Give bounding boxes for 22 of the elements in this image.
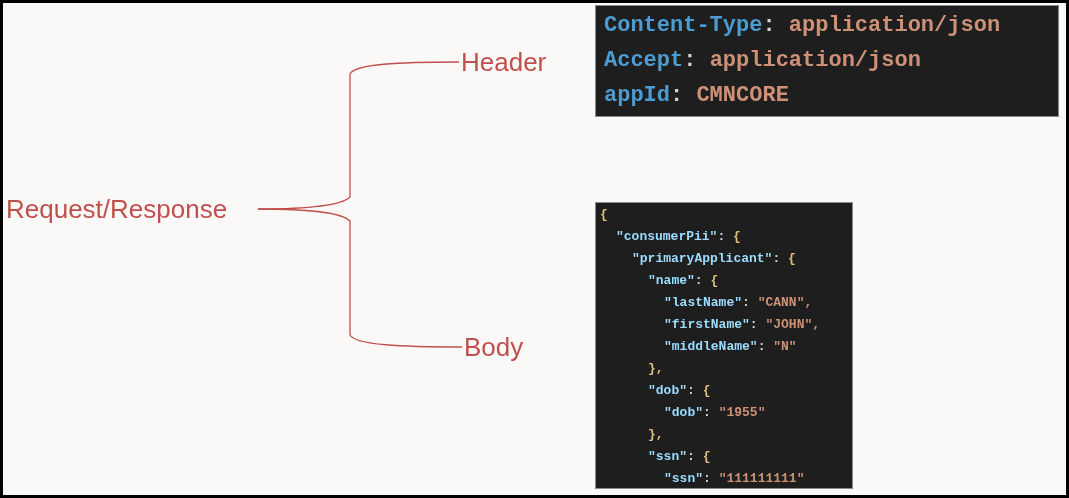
code-line: "dob": "1955" <box>664 404 766 422</box>
code-line: "consumerPii": { <box>616 228 741 246</box>
code-line: "ssn": { <box>648 448 711 466</box>
code-line: "ssn": "111111111" <box>664 470 805 488</box>
code-line: "dob": { <box>648 382 711 400</box>
code-line: "lastName": "CANN", <box>664 294 813 312</box>
code-panel <box>595 202 853 489</box>
node-label: Header <box>461 49 547 75</box>
code-line: "name": { <box>648 272 719 290</box>
node-label: Body <box>464 334 524 360</box>
code-panel <box>595 5 1059 117</box>
code-line: appId: CMNCORE <box>604 82 789 110</box>
code-line: "firstName": "JOHN", <box>664 316 821 334</box>
node-label: Request/Response <box>6 196 228 222</box>
code-line: Accept: application/json <box>604 47 921 75</box>
code-line: { <box>600 206 608 224</box>
code-line: "primaryApplicant": { <box>632 250 796 268</box>
code-line: }, <box>648 426 664 444</box>
code-line: "middleName": "N" <box>664 338 797 356</box>
bracket-line <box>257 208 463 348</box>
code-line: Content-Type: application/json <box>604 12 1001 40</box>
code-line: }, <box>648 360 664 378</box>
